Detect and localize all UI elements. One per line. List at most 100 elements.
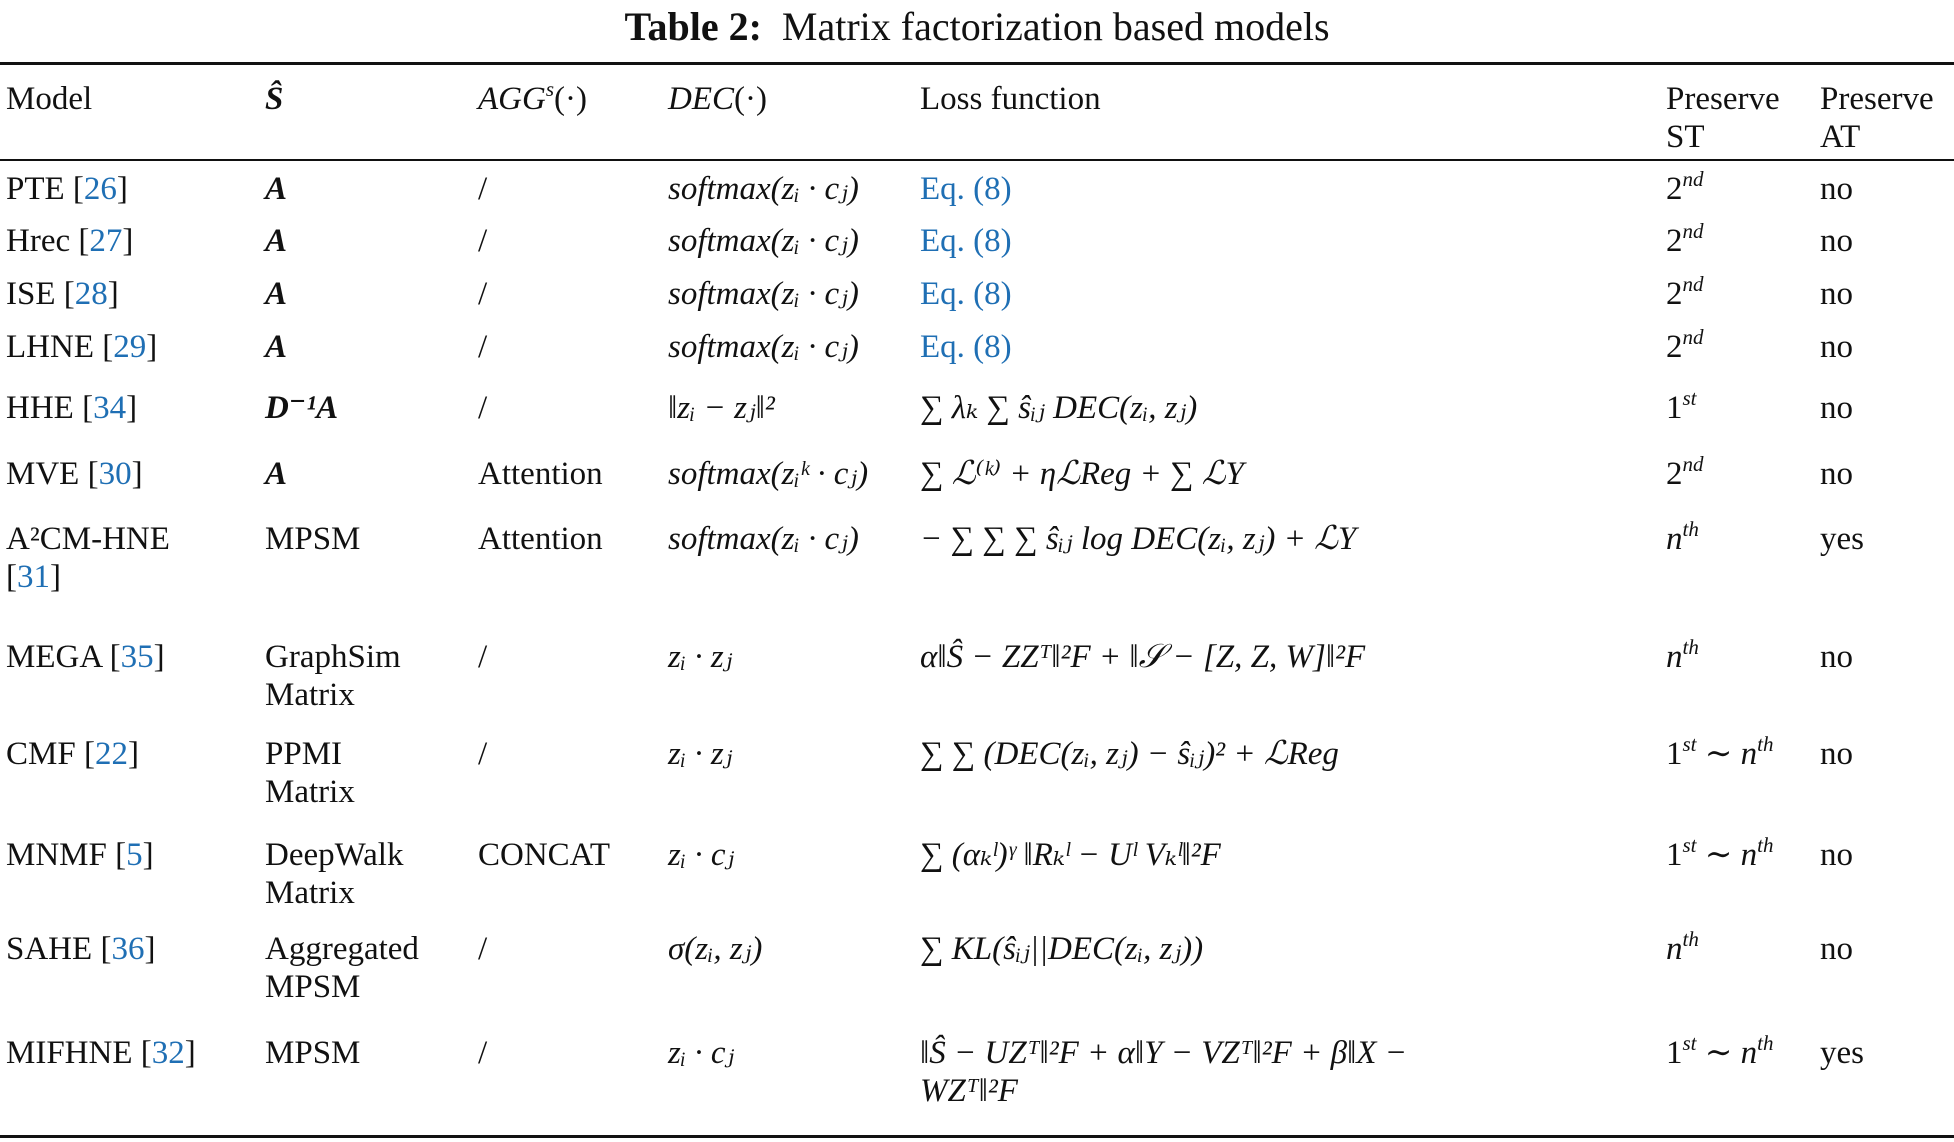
row-model: SAHE [36]	[6, 931, 156, 967]
row-preserve-at: yes	[1820, 521, 1864, 557]
row-preserve-st: nth	[1666, 517, 1699, 558]
row-model: PTE [26]	[6, 171, 128, 207]
row-s-matrix: A	[265, 171, 288, 207]
row-preserve-at: no	[1820, 223, 1853, 259]
row-s-matrix: A	[265, 276, 288, 312]
row-preserve-st: 1st ∼ nth	[1666, 833, 1774, 874]
bottom-rule	[0, 1135, 1954, 1138]
row-agg: Attention	[478, 521, 603, 557]
row-agg: /	[478, 171, 488, 207]
caption-label: Table 2:	[624, 4, 762, 49]
citation-link[interactable]: 26	[83, 171, 117, 207]
row-agg: /	[478, 276, 488, 312]
row-s-matrix: D⁻¹A	[265, 390, 339, 426]
row-dec: zᵢ · zⱼ	[668, 736, 733, 772]
table-caption: Table 2: Matrix factorization based mode…	[0, 2, 1954, 52]
row-preserve-at: no	[1820, 276, 1853, 312]
caption-text: Matrix factorization based models	[781, 4, 1330, 49]
row-dec: σ(zᵢ, zⱼ)	[668, 931, 763, 967]
row-preserve-st: 1st	[1666, 386, 1697, 427]
citation-link[interactable]: 28	[74, 276, 108, 312]
citation-link[interactable]: 27	[89, 223, 123, 259]
row-loss-link[interactable]: Eq. (8)	[920, 223, 1012, 259]
row-dec: ‖zᵢ − zⱼ‖²	[668, 390, 775, 426]
row-preserve-at: yes	[1820, 1035, 1864, 1071]
row-s-matrix: A	[265, 223, 288, 259]
row-s-matrix: A	[265, 456, 288, 492]
top-rule	[0, 62, 1954, 65]
row-s-matrix: A	[265, 329, 288, 365]
header-loss: Loss function	[920, 81, 1101, 117]
row-loss: ∑ KL(ŝᵢⱼ||DEC(zᵢ, zⱼ))	[920, 931, 1204, 967]
row-loss-link[interactable]: Eq. (8)	[920, 276, 1012, 312]
row-s-matrix: PPMI Matrix	[265, 736, 355, 810]
row-loss: ∑ λₖ ∑ ŝᵢⱼ DEC(zᵢ, zⱼ)	[920, 390, 1198, 426]
row-s-matrix: Aggregated MPSM	[265, 931, 419, 1005]
row-dec: softmax(zᵢ · cⱼ)	[668, 276, 859, 312]
header-dec: DEC(·)	[668, 81, 767, 117]
row-s-matrix: MPSM	[265, 1035, 361, 1071]
row-dec: zᵢ · zⱼ	[668, 639, 733, 675]
row-preserve-at: no	[1820, 329, 1853, 365]
row-model: MEGA [35]	[6, 639, 165, 675]
row-dec: zᵢ · cⱼ	[668, 837, 735, 873]
row-preserve-st: 2nd	[1666, 272, 1704, 313]
row-dec: softmax(zᵢ · cⱼ)	[668, 223, 859, 259]
row-loss: ∑ ℒ⁽ᵏ⁾ + ηℒReg + ∑ ℒY	[920, 456, 1244, 492]
row-preserve-at: no	[1820, 736, 1853, 772]
row-agg: CONCAT	[478, 837, 611, 873]
row-preserve-st: nth	[1666, 927, 1699, 968]
row-s-matrix: GraphSim Matrix	[265, 639, 401, 713]
citation-link[interactable]: 34	[93, 390, 127, 426]
row-preserve-at: no	[1820, 931, 1853, 967]
row-loss: − ∑ ∑ ∑ ŝᵢⱼ log DEC(zᵢ, zⱼ) + ℒY	[920, 521, 1357, 557]
row-preserve-st: 1st ∼ nth	[1666, 732, 1774, 773]
row-agg: /	[478, 223, 488, 259]
citation-link[interactable]: 36	[111, 931, 145, 967]
row-preserve-st: 2nd	[1666, 219, 1704, 260]
row-dec: softmax(zᵢᵏ · cⱼ)	[668, 456, 869, 492]
row-preserve-st: 2nd	[1666, 325, 1704, 366]
citation-link[interactable]: 35	[120, 639, 154, 675]
row-agg: /	[478, 1035, 488, 1071]
row-loss-link[interactable]: Eq. (8)	[920, 329, 1012, 365]
citation-link[interactable]: 31	[17, 559, 50, 595]
row-preserve-at: no	[1820, 390, 1853, 426]
row-loss: α‖Ŝ − ZZᵀ‖²F + ‖𝒮 − [Z, Z, W]‖²F	[920, 639, 1366, 675]
row-agg: /	[478, 639, 488, 675]
header-model: Model	[6, 81, 93, 117]
citation-link[interactable]: 5	[126, 837, 143, 873]
row-dec: softmax(zᵢ · cⱼ)	[668, 171, 859, 207]
row-preserve-at: no	[1820, 639, 1853, 675]
row-dec: softmax(zᵢ · cⱼ)	[668, 521, 859, 557]
row-agg: Attention	[478, 456, 603, 492]
citation-link[interactable]: 30	[98, 456, 132, 492]
row-dec: zᵢ · cⱼ	[668, 1035, 735, 1071]
row-model: MNMF [5]	[6, 837, 154, 873]
row-loss: ‖Ŝ − UZᵀ‖²F + α‖Y − VZᵀ‖²F + β‖X − WZᵀ‖²…	[920, 1035, 1407, 1109]
row-agg: /	[478, 329, 488, 365]
row-model: LHNE [29]	[6, 329, 158, 365]
row-preserve-at: no	[1820, 837, 1853, 873]
row-loss: ∑ (αₖˡ)ᵞ ‖Rₖˡ − Uˡ Vₖˡ‖²F	[920, 837, 1221, 873]
row-s-matrix: MPSM	[265, 521, 361, 557]
row-preserve-at: no	[1820, 171, 1853, 207]
row-model: HHE [34]	[6, 390, 138, 426]
row-model: Hrec [27]	[6, 223, 134, 259]
row-preserve-st: 1st ∼ nth	[1666, 1031, 1774, 1072]
row-dec: softmax(zᵢ · cⱼ)	[668, 329, 859, 365]
row-s-matrix: DeepWalk Matrix	[265, 837, 404, 911]
row-preserve-st: 2nd	[1666, 452, 1704, 493]
citation-link[interactable]: 32	[151, 1035, 185, 1071]
header-s-hat: Ŝ	[265, 81, 284, 117]
row-loss-link[interactable]: Eq. (8)	[920, 171, 1012, 207]
row-model: MIFHNE [32]	[6, 1035, 196, 1071]
citation-link[interactable]: 29	[113, 329, 147, 365]
row-loss: ∑ ∑ (DEC(zᵢ, zⱼ) − ŝᵢⱼ)² + ℒReg	[920, 736, 1339, 772]
row-preserve-at: no	[1820, 456, 1853, 492]
citation-link[interactable]: 22	[94, 736, 128, 772]
header-agg: AGGs(·)	[478, 77, 587, 118]
